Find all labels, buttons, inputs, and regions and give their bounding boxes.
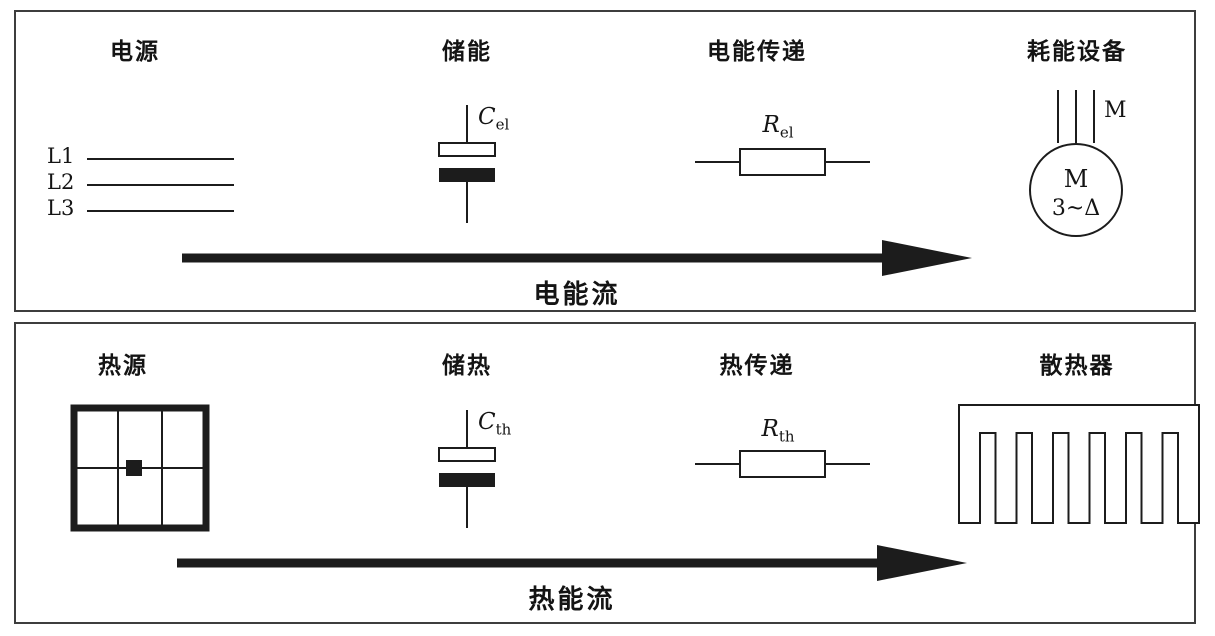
phase-label-l3: L3	[47, 196, 75, 220]
electrical-flow-arrow	[182, 240, 972, 276]
motor-m-text: M	[1064, 165, 1089, 193]
electrical-panel: 电源 储能 电能传递 耗能设备 L1 L2 L3 Cel Rel	[14, 10, 1196, 312]
phase-line-l3	[87, 210, 234, 212]
motor-terminal-label: M	[1104, 98, 1127, 123]
phase-label-l1: L1	[47, 144, 75, 168]
electrical-flow-label: 电能流	[533, 279, 621, 309]
header-load-device: 耗能设备	[1027, 38, 1127, 64]
phase-label-l2: L2	[47, 170, 75, 194]
electrical-resistor-label: Rel	[762, 112, 794, 142]
electrical-resistor-icon	[695, 148, 870, 176]
header-heat-source: 热源	[98, 352, 148, 378]
heat-source-chip-icon	[70, 404, 210, 532]
thermal-capacitor-icon	[438, 410, 496, 528]
thermal-capacitor-label: Cth	[478, 409, 512, 439]
motor-icon: M M 3~Δ	[1029, 90, 1127, 237]
thermal-resistor-icon	[695, 450, 870, 478]
thermal-panel: 热源 储热 热传递 散热器 Cth Rth	[14, 322, 1200, 624]
header-heat-storage: 储热	[442, 352, 492, 378]
electrical-capacitor-label: Cel	[478, 104, 510, 134]
thermal-flow-arrow	[177, 545, 967, 581]
header-energy-transfer: 电能传递	[707, 38, 807, 64]
header-energy-storage: 储能	[442, 38, 492, 64]
thermal-resistor-label: Rth	[761, 416, 795, 446]
heat-sink-icon	[958, 404, 1200, 524]
header-power-source: 电源	[110, 38, 160, 64]
motor-spec-text: 3~Δ	[1052, 196, 1100, 221]
phase-line-l2	[87, 184, 234, 186]
header-heat-transfer: 热传递	[719, 352, 795, 378]
thermal-flow-label: 热能流	[528, 584, 616, 614]
phase-line-l1	[87, 158, 234, 160]
header-heat-sink: 散热器	[1039, 352, 1115, 378]
electrical-capacitor-icon	[438, 105, 496, 223]
